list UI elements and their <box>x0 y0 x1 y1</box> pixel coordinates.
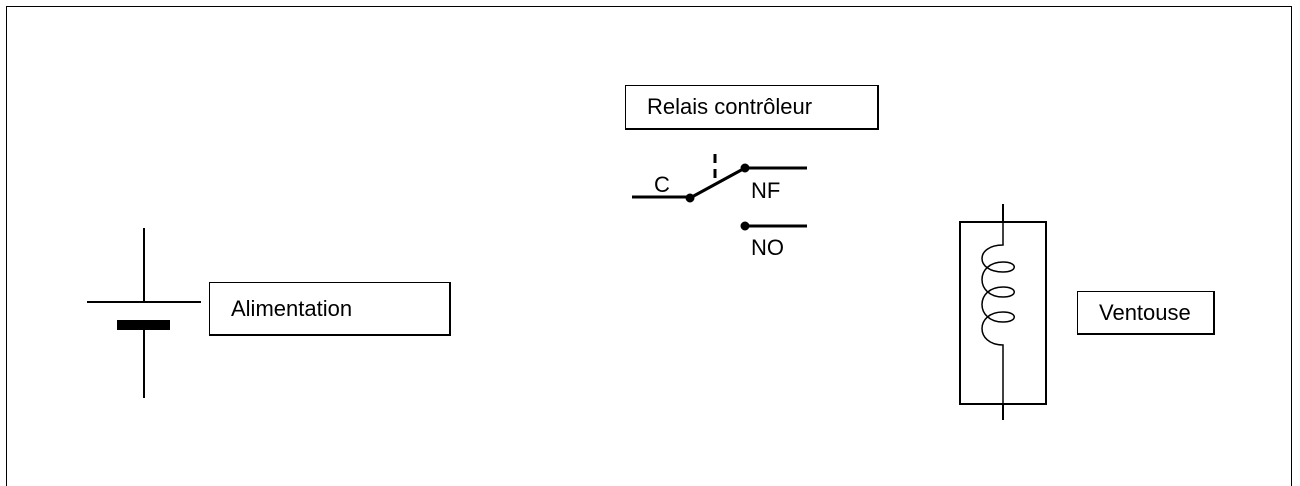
diagram-frame <box>6 6 1292 486</box>
relay-label: Relais contrôleur <box>647 94 813 119</box>
power-label-box: Alimentation <box>209 282 451 336</box>
coil-symbol <box>959 204 1047 420</box>
suction-label: Ventouse <box>1099 299 1191 325</box>
battery-symbol <box>87 228 201 398</box>
relay-label-box: Relais contrôleur <box>625 85 879 130</box>
relay-switch-symbol <box>632 154 807 231</box>
suction-label-box: Ventouse <box>1077 291 1215 335</box>
terminal-no-label: NO <box>751 235 784 260</box>
terminal-nf-label: NF <box>751 178 781 203</box>
terminal-common-label: C <box>654 172 670 197</box>
power-label: Alimentation <box>231 295 353 321</box>
